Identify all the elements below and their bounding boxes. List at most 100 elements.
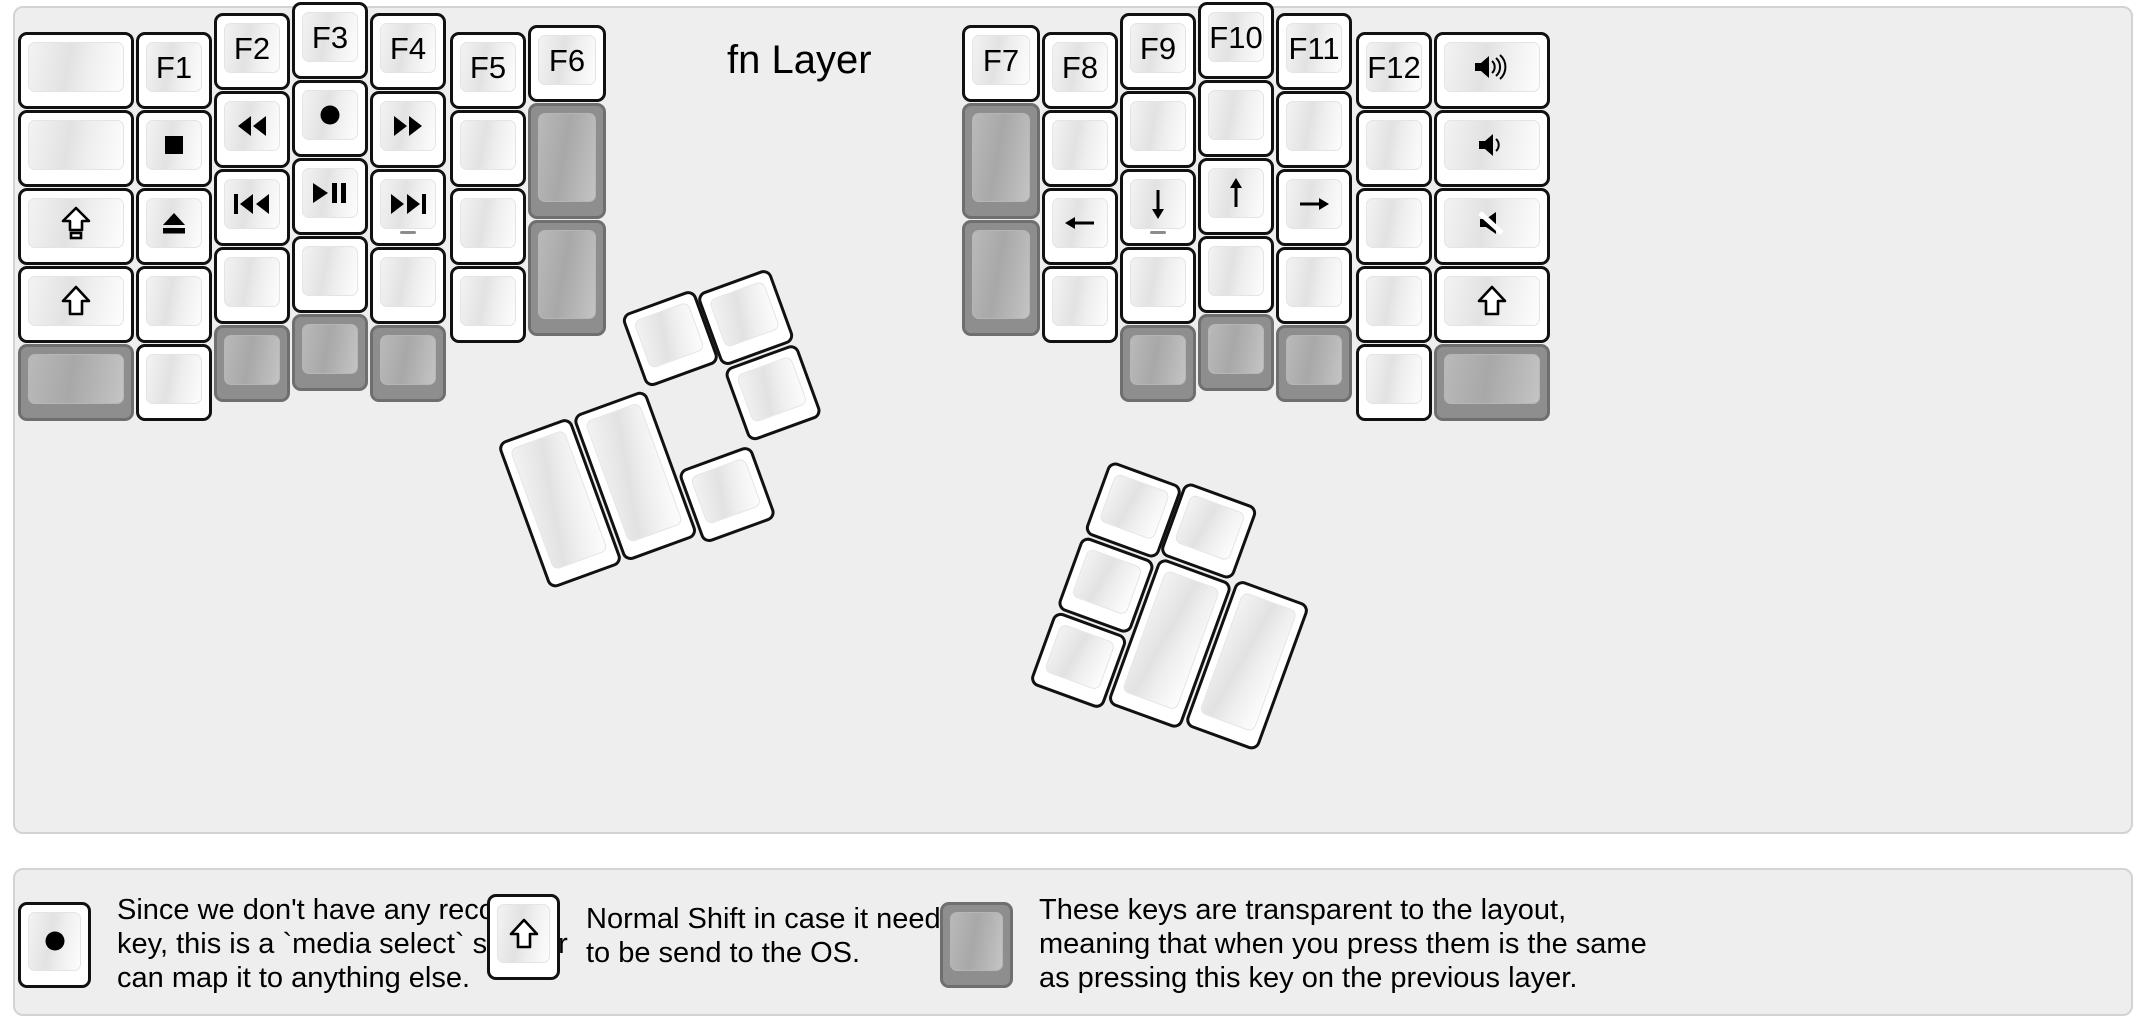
key-label: F2	[233, 30, 271, 66]
key-left-pinky-5[interactable]	[136, 344, 212, 421]
key-right-outer-pinky-5[interactable]	[1434, 344, 1550, 421]
key-right-pinky-4[interactable]	[1356, 266, 1432, 343]
key-right-ring-4[interactable]	[1276, 247, 1352, 324]
key-right-index-4[interactable]	[1120, 247, 1196, 324]
arrow-left-icon	[1063, 210, 1097, 236]
key-cap	[1286, 335, 1342, 385]
legend-key-cap	[28, 911, 81, 971]
key-cap	[380, 257, 436, 307]
key-left-inner-2-3[interactable]	[528, 220, 606, 336]
key-right-ring-3[interactable]	[1276, 169, 1352, 246]
key-label: F9	[1139, 30, 1177, 66]
key-left-inner-2-1[interactable]: F6	[528, 25, 606, 102]
key-left-outer-pinky-5[interactable]	[18, 344, 134, 421]
key-right-middle-1[interactable]: F10	[1198, 2, 1274, 79]
key-cap	[1043, 623, 1116, 691]
key-right-middle-4[interactable]	[1198, 236, 1274, 313]
key-cap	[28, 198, 124, 248]
key-right-index-5[interactable]	[1120, 325, 1196, 402]
stop-icon	[160, 131, 188, 159]
key-right-index-1[interactable]: F9	[1120, 13, 1196, 90]
key-right-inner-1-2[interactable]	[1042, 110, 1118, 187]
key-left-outer-pinky-3[interactable]	[18, 188, 134, 265]
key-right-ring-5[interactable]	[1276, 325, 1352, 402]
key-left-middle-2[interactable]	[292, 80, 368, 157]
key-right-index-3[interactable]	[1120, 169, 1196, 246]
key-cap	[1444, 354, 1540, 404]
key-left-ring-2[interactable]	[214, 91, 290, 168]
key-left-index-2[interactable]	[370, 91, 446, 168]
key-cap	[1444, 276, 1540, 326]
record-icon	[315, 100, 345, 130]
key-right-pinky-3[interactable]	[1356, 188, 1432, 265]
key-left-inner-1-1[interactable]: F5	[450, 32, 526, 109]
key-cap	[1444, 120, 1540, 170]
key-left-index-4[interactable]	[370, 247, 446, 324]
key-left-middle-3[interactable]	[292, 158, 368, 235]
key-right-pinky-5[interactable]	[1356, 344, 1432, 421]
key-left-middle-1[interactable]: F3	[292, 2, 368, 79]
key-right-pinky-2[interactable]	[1356, 110, 1432, 187]
key-right-middle-5[interactable]	[1198, 314, 1274, 391]
key-cap	[1366, 276, 1422, 326]
key-right-outer-pinky-1[interactable]	[1434, 32, 1550, 109]
key-left-ring-3[interactable]	[214, 169, 290, 246]
key-left-ring-5[interactable]	[214, 325, 290, 402]
key-left-inner-1-2[interactable]	[450, 110, 526, 187]
legend-key-cap	[950, 911, 1003, 971]
key-left-inner-1-3[interactable]	[450, 188, 526, 265]
key-cap: F11	[1286, 23, 1342, 73]
key-left-middle-5[interactable]	[292, 314, 368, 391]
record-icon	[40, 926, 70, 956]
key-left-pinky-4[interactable]	[136, 266, 212, 343]
fast-forward-icon	[391, 113, 425, 139]
key-left-pinky-3[interactable]	[136, 188, 212, 265]
key-right-ring-1[interactable]: F11	[1276, 13, 1352, 90]
key-cap	[224, 257, 280, 307]
key-right-inner-1-4[interactable]	[1042, 266, 1118, 343]
key-left-inner-2-2[interactable]	[528, 103, 606, 219]
key-label: F7	[982, 42, 1020, 78]
key-cap	[302, 324, 358, 374]
key-left-outer-pinky-4[interactable]	[18, 266, 134, 343]
key-cap	[1052, 120, 1108, 170]
shift-icon	[509, 918, 539, 950]
key-cap	[1444, 198, 1540, 248]
key-left-inner-1-4[interactable]	[450, 266, 526, 343]
key-right-inner-1-1[interactable]: F8	[1042, 32, 1118, 109]
key-cap	[972, 113, 1030, 202]
key-right-pinky-1[interactable]: F12	[1356, 32, 1432, 109]
key-right-middle-3[interactable]	[1198, 158, 1274, 235]
key-right-index-2[interactable]	[1120, 91, 1196, 168]
key-left-index-1[interactable]: F4	[370, 13, 446, 90]
key-right-outer-pinky-4[interactable]	[1434, 266, 1550, 343]
legend-key-record	[18, 901, 91, 988]
key-left-middle-4[interactable]	[292, 236, 368, 313]
key-left-index-5[interactable]	[370, 325, 446, 402]
page-title: fn Layer	[727, 38, 872, 82]
key-left-pinky-1[interactable]: F1	[136, 32, 212, 109]
key-right-inner-1-3[interactable]	[1042, 188, 1118, 265]
key-left-pinky-2[interactable]	[136, 110, 212, 187]
key-right-outer-pinky-2[interactable]	[1434, 110, 1550, 187]
key-cap	[1130, 257, 1186, 307]
key-left-outer-pinky-1[interactable]	[18, 32, 134, 109]
key-right-inner-2-2[interactable]	[962, 103, 1040, 219]
key-right-middle-2[interactable]	[1198, 80, 1274, 157]
key-right-ring-2[interactable]	[1276, 91, 1352, 168]
key-left-ring-1[interactable]: F2	[214, 13, 290, 90]
key-cap	[633, 301, 706, 370]
key-cap	[302, 168, 358, 218]
key-left-ring-4[interactable]	[214, 247, 290, 324]
key-right-outer-pinky-3[interactable]	[1434, 188, 1550, 265]
legend-text: These keys are transparent to the layout…	[1039, 894, 1647, 994]
legend-key-cap	[497, 904, 550, 963]
legend-panel	[13, 868, 2133, 1016]
key-left-outer-pinky-2[interactable]	[18, 110, 134, 187]
key-cap	[538, 113, 596, 202]
key-left-index-3[interactable]	[370, 169, 446, 246]
key-label: F10	[1209, 19, 1263, 55]
key-right-inner-2-1[interactable]: F7	[962, 25, 1040, 102]
rewind-icon	[235, 113, 269, 139]
key-right-inner-2-3[interactable]	[962, 220, 1040, 336]
